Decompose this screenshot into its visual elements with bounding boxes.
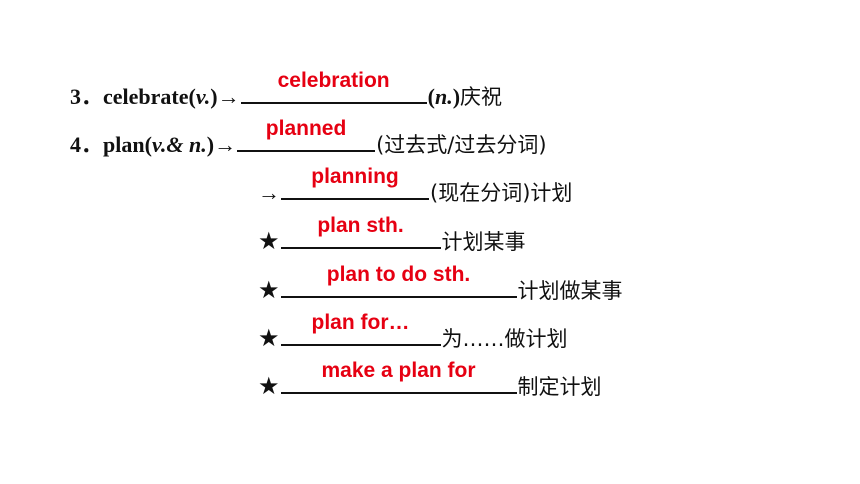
meaning: (现在分词)计划: [430, 181, 573, 205]
item-number: 4．: [70, 132, 104, 157]
headword: celebrate: [103, 84, 189, 109]
meaning: 计划某事: [441, 230, 526, 254]
answer-blank[interactable]: make a plan for: [280, 359, 517, 394]
answer-text: celebration: [277, 69, 390, 92]
star-icon: ★: [258, 227, 280, 255]
star-icon: ★: [258, 276, 280, 304]
answer-text: planned: [265, 117, 347, 140]
arrow-icon: →: [217, 84, 240, 109]
answer-text: make a plan for: [321, 359, 476, 382]
answer-blank[interactable]: plan for…: [280, 311, 441, 346]
answer-blank[interactable]: celebration: [240, 69, 427, 104]
sub-item-plan-for: ★ plan for… 为……做计划: [258, 311, 568, 352]
meaning: 庆祝: [460, 85, 503, 109]
answer-blank[interactable]: planned: [237, 117, 376, 152]
star-icon: ★: [258, 372, 280, 400]
answer-blank[interactable]: plan sth.: [280, 214, 441, 249]
arrow-icon: →: [214, 132, 237, 157]
meaning: (过去式/过去分词): [376, 133, 547, 157]
part-of-speech: n.: [434, 84, 453, 109]
item-3: 3．celebrate(v.)→celebration(n.)庆祝: [70, 69, 503, 109]
arrow-icon: →: [258, 180, 280, 205]
item-4: 4．plan(v.& n.)→planned(过去式/过去分词): [70, 117, 547, 157]
answer-text: plan sth.: [317, 214, 404, 237]
part-of-speech: v.& n.: [151, 132, 207, 157]
meaning: 制定计划: [517, 375, 602, 399]
star-icon: ★: [258, 324, 280, 352]
meaning: 计划做某事: [517, 279, 623, 303]
answer-blank[interactable]: plan to do sth.: [280, 263, 517, 298]
sub-item-planning: → planning (现在分词)计划: [258, 165, 573, 206]
sub-item-plan-to-do: ★ plan to do sth. 计划做某事: [258, 263, 623, 304]
answer-text: plan for…: [311, 311, 410, 334]
answer-text: planning: [311, 165, 399, 188]
part-of-speech: v.: [195, 84, 211, 109]
item-number: 3．: [70, 84, 104, 109]
answer-text: plan to do sth.: [326, 263, 471, 286]
meaning: 为……做计划: [441, 327, 568, 351]
answer-blank[interactable]: planning: [281, 165, 429, 200]
sub-item-make-a-plan: ★ make a plan for 制定计划: [258, 359, 602, 400]
sub-item-plan-sth: ★ plan sth. 计划某事: [258, 214, 526, 255]
headword: plan: [103, 132, 145, 157]
